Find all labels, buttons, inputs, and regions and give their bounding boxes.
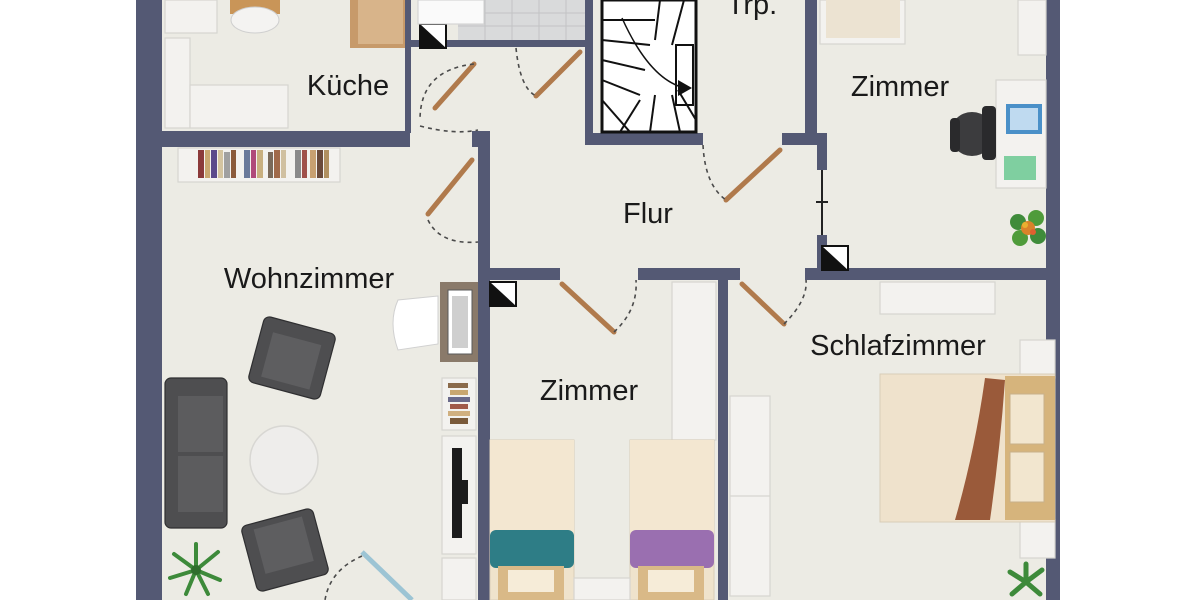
bathtub: [417, 0, 485, 25]
bed: [629, 439, 715, 600]
wall-stair-east: [805, 0, 817, 145]
nightstand: [573, 577, 631, 600]
sideboard: [879, 281, 996, 315]
walls: [136, 0, 1060, 600]
room-label-living: Wohnzimmer: [224, 263, 395, 295]
shaft-symbol: [489, 281, 517, 307]
wardrobe: [671, 281, 717, 441]
double-bed: [879, 373, 1056, 523]
door: [739, 279, 807, 327]
wall-stair-south: [593, 133, 703, 145]
office-chair: [950, 106, 996, 160]
shaft-symbols: [419, 23, 849, 307]
wall-living-east: [478, 145, 490, 600]
door: [515, 47, 583, 99]
fireplace-hearth: [392, 295, 439, 351]
room-labels: Küche Trp. Zimmer Flur Wohnzimmer Zimmer…: [224, 0, 986, 407]
staircase: [600, 0, 698, 134]
door: [324, 550, 414, 600]
wall-bath-south: [405, 40, 590, 47]
room-label-kitchen: Küche: [307, 70, 389, 102]
plant: [1007, 561, 1045, 597]
shaft-symbol: [419, 23, 447, 49]
tv: [452, 448, 462, 538]
wall-bedroom-north: [805, 268, 1055, 280]
nightstand: [1019, 339, 1056, 379]
wall-hall-nw: [472, 131, 490, 147]
wall-room-ne-west-top: [817, 145, 827, 170]
sofa-corner: [164, 37, 191, 129]
room-label-room-ne: Zimmer: [851, 71, 950, 103]
books: [198, 150, 329, 178]
bed: [489, 439, 575, 600]
plant: [168, 542, 222, 596]
shaft-symbol: [821, 245, 849, 271]
cabinet: [164, 0, 218, 34]
notebook: [1004, 156, 1036, 180]
books: [448, 383, 470, 424]
wall-kitchen-east: [405, 0, 411, 133]
wall-room-s-north-a: [490, 268, 560, 280]
room-label-stair: Trp.: [727, 0, 777, 21]
wall-room-s-north-b: [638, 268, 740, 280]
armchair: [241, 508, 329, 592]
chair: [230, 6, 280, 34]
wall-room-s-bedroom: [718, 280, 728, 600]
plant: [1010, 210, 1046, 246]
armchair: [248, 316, 336, 400]
wall-west: [136, 0, 162, 600]
cabinet: [441, 557, 477, 600]
sofa-corner: [189, 84, 289, 129]
room-label-bedroom: Schlafzimmer: [810, 330, 986, 362]
wall-kitchen-living: [150, 131, 410, 147]
door: [559, 279, 637, 335]
coffee-table: [249, 425, 319, 495]
room-label-room-s: Zimmer: [540, 375, 639, 407]
furniture: [164, 0, 1056, 600]
doors: [324, 47, 807, 600]
wall-stair-west: [585, 0, 593, 145]
wall-stair-south-east: [782, 133, 827, 145]
door: [702, 144, 783, 203]
room-label-hall: Flur: [623, 198, 673, 230]
wardrobe: [1017, 0, 1047, 56]
nightstand: [1019, 519, 1056, 559]
door: [419, 61, 479, 133]
door: [425, 157, 479, 244]
